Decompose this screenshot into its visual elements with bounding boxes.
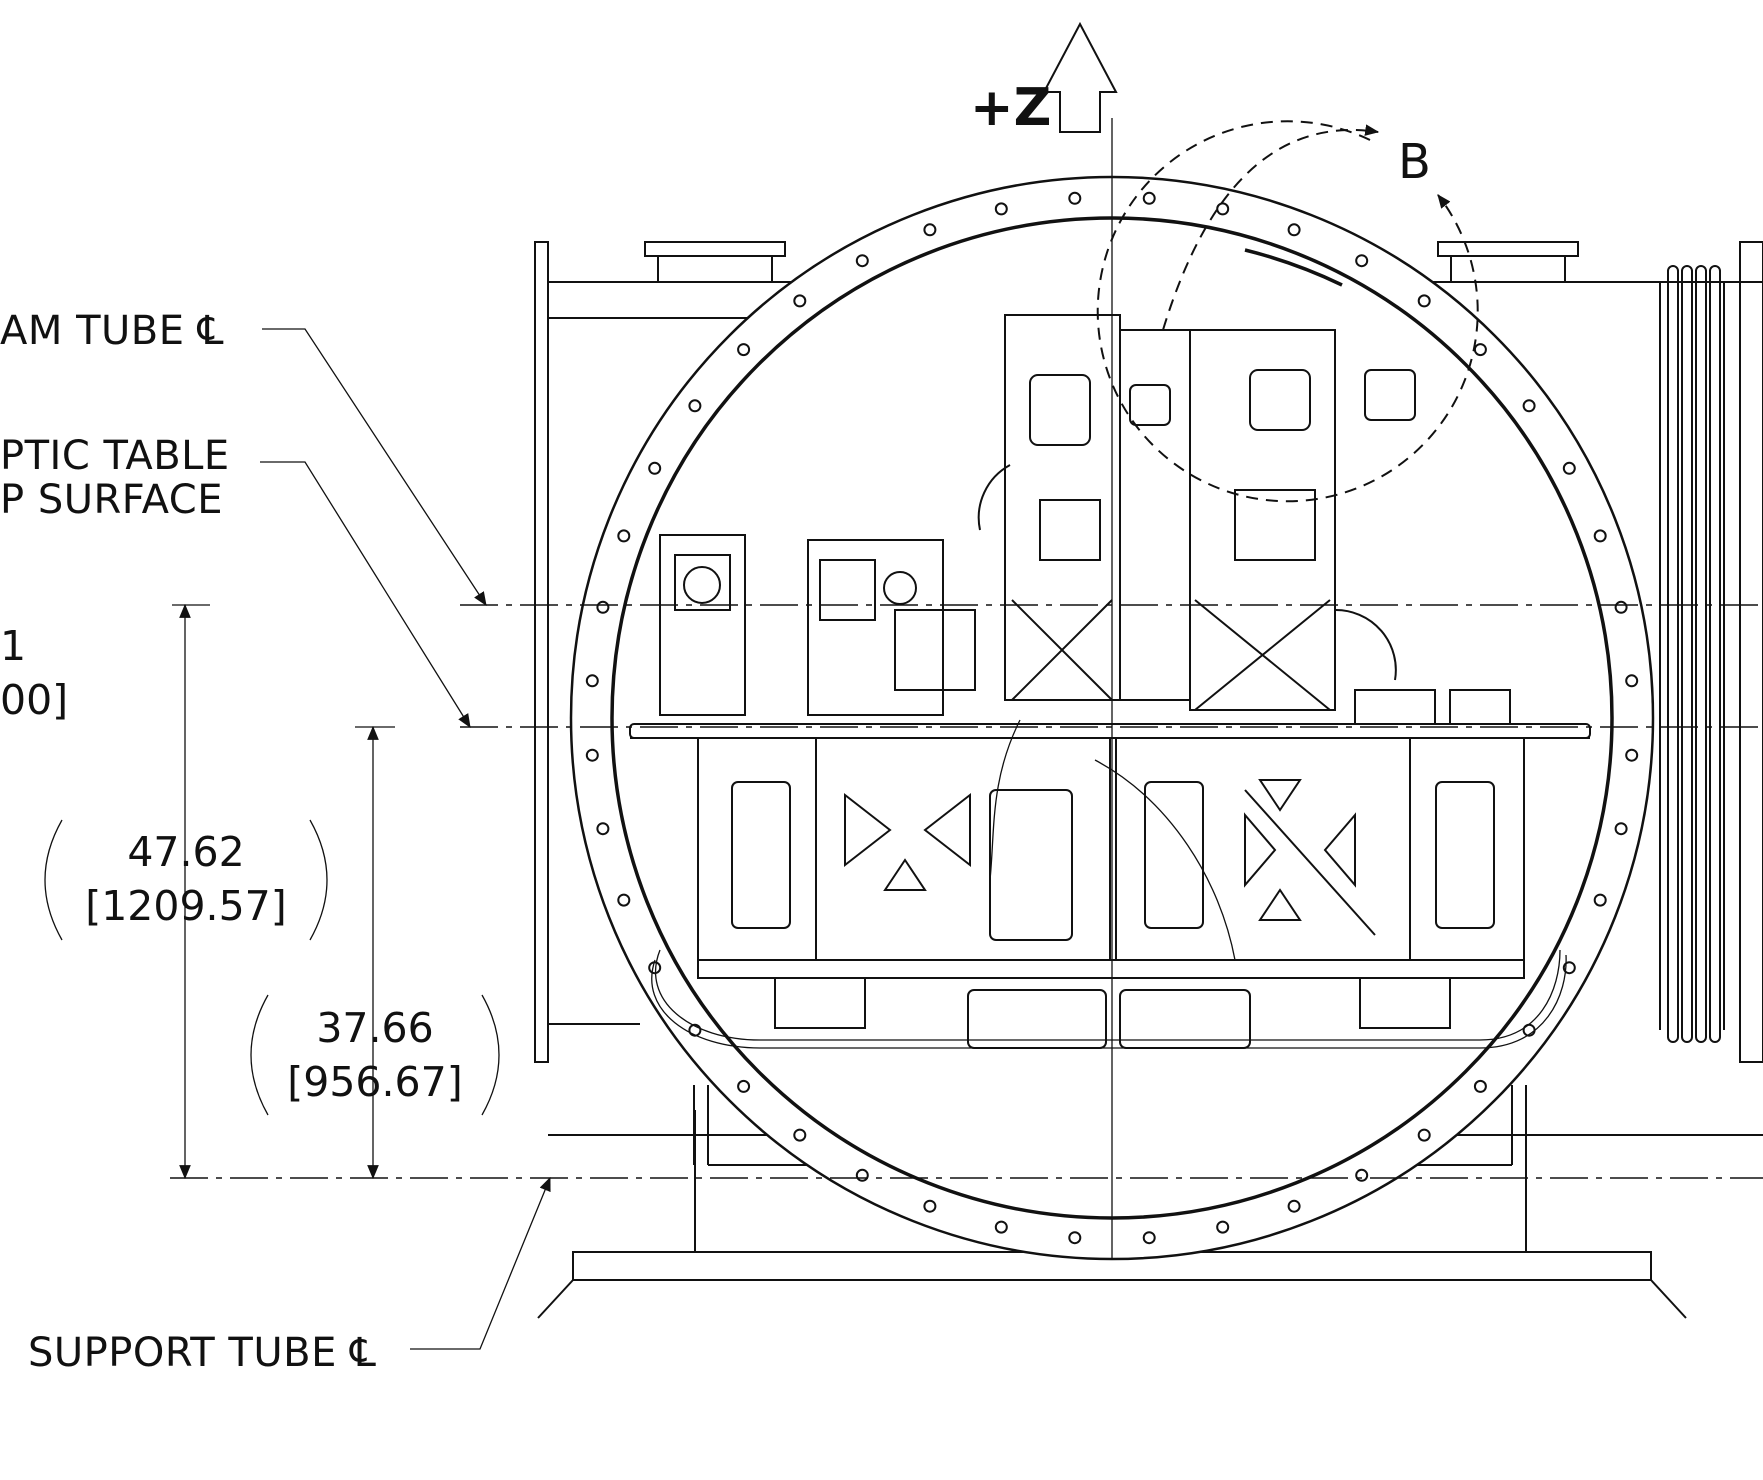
flange-bolt-hole xyxy=(1473,343,1487,357)
optic-table-label-line2: P SURFACE xyxy=(0,477,223,523)
flange-bolt-hole xyxy=(1593,893,1607,907)
flange-bolt-hole xyxy=(688,399,702,413)
flange-bolt-hole xyxy=(1068,1231,1082,1245)
beam-tube-centerline-label: AM TUBE ℄ xyxy=(0,308,224,354)
dim-beam-mm: [1209.57] xyxy=(85,882,287,930)
flange-bolt-hole xyxy=(617,529,631,543)
flange-bolt-hole xyxy=(1562,461,1576,475)
flange-bolt-hole xyxy=(1142,1231,1156,1245)
flange-bolt-hole xyxy=(1625,748,1639,762)
flange-bolt-hole xyxy=(648,461,662,475)
leaders xyxy=(260,328,551,1350)
dim-beam-inch: 47.62 xyxy=(127,828,244,876)
flange-bolt-hole xyxy=(1473,1079,1487,1093)
flange-bolt-hole xyxy=(737,343,751,357)
dimension-table-to-support xyxy=(250,725,500,1180)
flange-bolt-hole xyxy=(1142,191,1156,205)
flange-bolt-hole xyxy=(855,1168,869,1182)
z-axis-arrow: +Z xyxy=(970,21,1118,138)
flange-bolt-hole xyxy=(793,1128,807,1142)
flange-bolt-hole xyxy=(923,1199,937,1213)
flange-bolt-hole xyxy=(737,1079,751,1093)
dim-table-mm: [956.67] xyxy=(287,1058,462,1106)
flange-bolt-hole xyxy=(1614,822,1628,836)
flange-bolt-hole xyxy=(596,822,610,836)
view-marker-label: B xyxy=(1398,134,1431,190)
bellows xyxy=(1659,265,1740,1043)
optics-payload xyxy=(629,314,1591,1049)
dim-table-inch: 37.66 xyxy=(316,1004,433,1052)
optic-table-label-line1: PTIC TABLE xyxy=(0,433,230,479)
flange-bolt-hole xyxy=(1355,1168,1369,1182)
flange-bolt-hole xyxy=(1614,600,1628,614)
flange-bolt-hole xyxy=(1216,1220,1230,1234)
flange-bolt-hole xyxy=(793,294,807,308)
flange-bolt-hole xyxy=(1355,254,1369,268)
flange-bolt-hole xyxy=(1625,674,1639,688)
flange-bolt-hole xyxy=(1287,223,1301,237)
flange-bolt-hole xyxy=(855,254,869,268)
flange-bolt-hole xyxy=(585,674,599,688)
flange-bolt-hole xyxy=(923,223,937,237)
flange-bolt-hole xyxy=(1522,399,1536,413)
dimension-beam-to-support xyxy=(44,603,328,1180)
flange-bolt-hole xyxy=(1417,1128,1431,1142)
vessel-body xyxy=(534,195,1763,1136)
axis-label: +Z xyxy=(970,78,1051,138)
flange-bolt-hole xyxy=(1216,202,1230,216)
flange-bolt-ring xyxy=(585,191,1639,1245)
centerlines xyxy=(170,118,1763,1260)
flange-bolt-hole xyxy=(1287,1199,1301,1213)
detail-view-marker: B xyxy=(1096,120,1479,503)
dim-partial-bottom: 00] xyxy=(0,676,68,724)
flange-bolt-hole xyxy=(617,893,631,907)
support-tube-centerline-label: SUPPORT TUBE ℄ xyxy=(28,1330,376,1376)
flange-bolt-hole xyxy=(648,961,662,975)
flange-bolt-hole xyxy=(994,202,1008,216)
flange-bolt-hole xyxy=(596,600,610,614)
flange-bolt-hole xyxy=(994,1220,1008,1234)
flange-bolt-hole xyxy=(1593,529,1607,543)
dim-partial-top: 1 xyxy=(0,622,26,670)
flange-bolt-hole xyxy=(585,748,599,762)
flange-bolt-hole xyxy=(1068,191,1082,205)
flange-bolt-hole xyxy=(1417,294,1431,308)
